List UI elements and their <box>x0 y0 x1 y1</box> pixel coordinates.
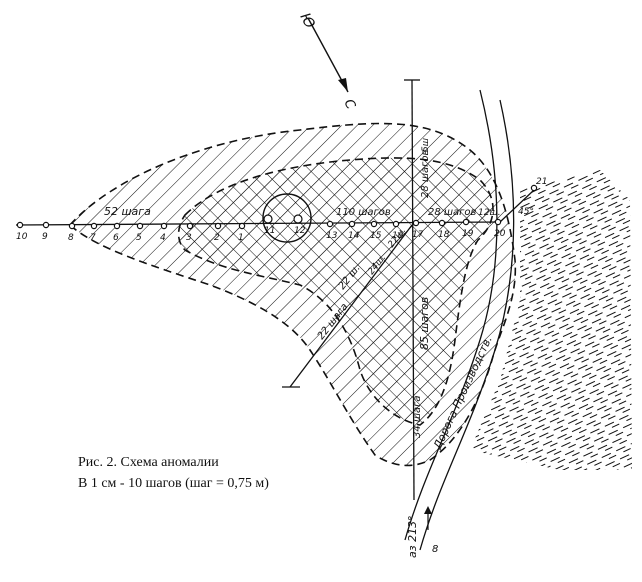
station-point-8 <box>68 222 76 230</box>
station-point-1 <box>238 222 246 230</box>
station-point-21 <box>530 184 538 192</box>
diagonal-line <box>289 224 413 388</box>
label-12-steps: 12ш. <box>478 208 501 218</box>
station-point-12 <box>293 214 303 224</box>
station-label-20: 20 <box>494 229 506 239</box>
station-label-12: 12 <box>294 226 306 236</box>
caption-scale: В 1 см - 10 шагов (шаг = 0,75 м) <box>78 476 269 491</box>
station-label-5: 5 <box>136 233 142 243</box>
station-label-21: 21 <box>536 177 547 187</box>
station-label-4: 4 <box>160 233 166 243</box>
anomaly-circle <box>262 193 312 243</box>
station-point-14 <box>348 220 356 228</box>
station-point-2 <box>214 222 222 230</box>
branch-45 <box>499 189 535 223</box>
station-label-8: 8 <box>68 233 74 243</box>
station-point-18 <box>438 219 446 227</box>
station-label-17: 17 <box>412 230 424 240</box>
station-label-9: 9 <box>42 232 48 242</box>
label-28-steps-east: 28 шагов <box>428 207 477 218</box>
compass-north: Ю <box>296 10 317 31</box>
grass-area <box>470 170 632 470</box>
label-azimuth: аз 213° <box>406 515 419 558</box>
label-45-degrees: 45° <box>518 207 534 217</box>
station-point-11 <box>263 214 273 224</box>
station-label-16: 16 <box>392 231 404 241</box>
station-label-11: 11 <box>264 226 275 236</box>
label-28-steps-up: 28 шагов <box>420 149 431 198</box>
road-line-2 <box>419 99 515 551</box>
station-label-3: 3 <box>186 233 192 243</box>
road-line-1 <box>404 89 498 541</box>
station-label-10: 10 <box>16 232 28 242</box>
station-label-18: 18 <box>438 230 450 240</box>
station-point-13 <box>326 220 334 228</box>
station-point-9 <box>42 221 50 229</box>
station-label-1: 1 <box>238 233 244 243</box>
label-34-steps: 34 шага <box>412 395 423 438</box>
station-point-7 <box>90 222 98 230</box>
station-point-20 <box>494 218 502 226</box>
label-85-steps: 85 шагов <box>418 297 431 350</box>
station-point-16 <box>392 220 400 228</box>
label-110-steps: 110 шагов <box>336 207 391 218</box>
station-point-19 <box>462 218 470 226</box>
station-point-3 <box>186 222 194 230</box>
vertical-line <box>411 79 415 501</box>
compass-arrowhead <box>338 78 348 92</box>
station-label-14: 14 <box>348 231 360 241</box>
station-point-10 <box>16 221 24 229</box>
station-point-15 <box>370 220 378 228</box>
station-point-5 <box>136 222 144 230</box>
caption-title: Рис. 2. Схема аномалии <box>78 455 219 470</box>
station-label-13: 13 <box>326 231 338 241</box>
label-5-steps: 5ш <box>421 138 431 152</box>
label-b-mark: 8 <box>432 544 438 555</box>
station-label-15: 15 <box>370 231 382 241</box>
station-point-4 <box>160 222 168 230</box>
station-label-7: 7 <box>90 233 96 243</box>
azimuth-arrowhead <box>424 506 432 514</box>
station-label-2: 2 <box>214 233 220 243</box>
compass-south: С <box>340 97 358 113</box>
station-point-6 <box>113 222 121 230</box>
station-point-17 <box>412 219 420 227</box>
label-52-steps: 52 шага <box>104 205 151 218</box>
station-label-6: 6 <box>113 233 119 243</box>
station-label-19: 19 <box>462 229 474 239</box>
